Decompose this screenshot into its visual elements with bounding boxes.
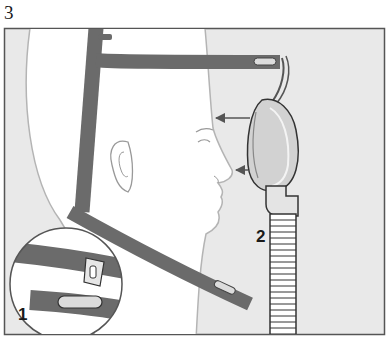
fit-arrow — [236, 169, 248, 171]
strap-tab — [254, 58, 276, 65]
step-number: 3 — [4, 3, 14, 22]
ear — [111, 141, 133, 192]
eyebrow — [196, 129, 213, 132]
strap-clip — [84, 258, 104, 286]
strap-tab — [58, 296, 102, 308]
forehead-arm — [276, 56, 289, 104]
mask-elbow — [266, 186, 298, 216]
mask-highlight — [270, 108, 288, 186]
nasal-mask — [248, 99, 299, 191]
clip-slot — [90, 266, 96, 278]
nostril — [214, 176, 218, 183]
detail-inset — [10, 228, 122, 334]
headgear-strap — [96, 60, 280, 62]
eye — [198, 140, 210, 142]
strap-buckle — [98, 34, 112, 40]
detail-inset-border — [10, 228, 122, 334]
strap-tab — [213, 280, 236, 296]
strap-detail — [10, 252, 130, 270]
mask-cushion-edge — [253, 112, 258, 178]
air-tube — [270, 214, 296, 334]
callout-number: 2 — [256, 228, 265, 245]
ear-detail — [119, 152, 128, 177]
headgear-strap — [82, 29, 96, 212]
fit-arrow — [216, 117, 250, 119]
callout-number: 1 — [18, 306, 27, 323]
tube-ribs — [270, 220, 296, 334]
